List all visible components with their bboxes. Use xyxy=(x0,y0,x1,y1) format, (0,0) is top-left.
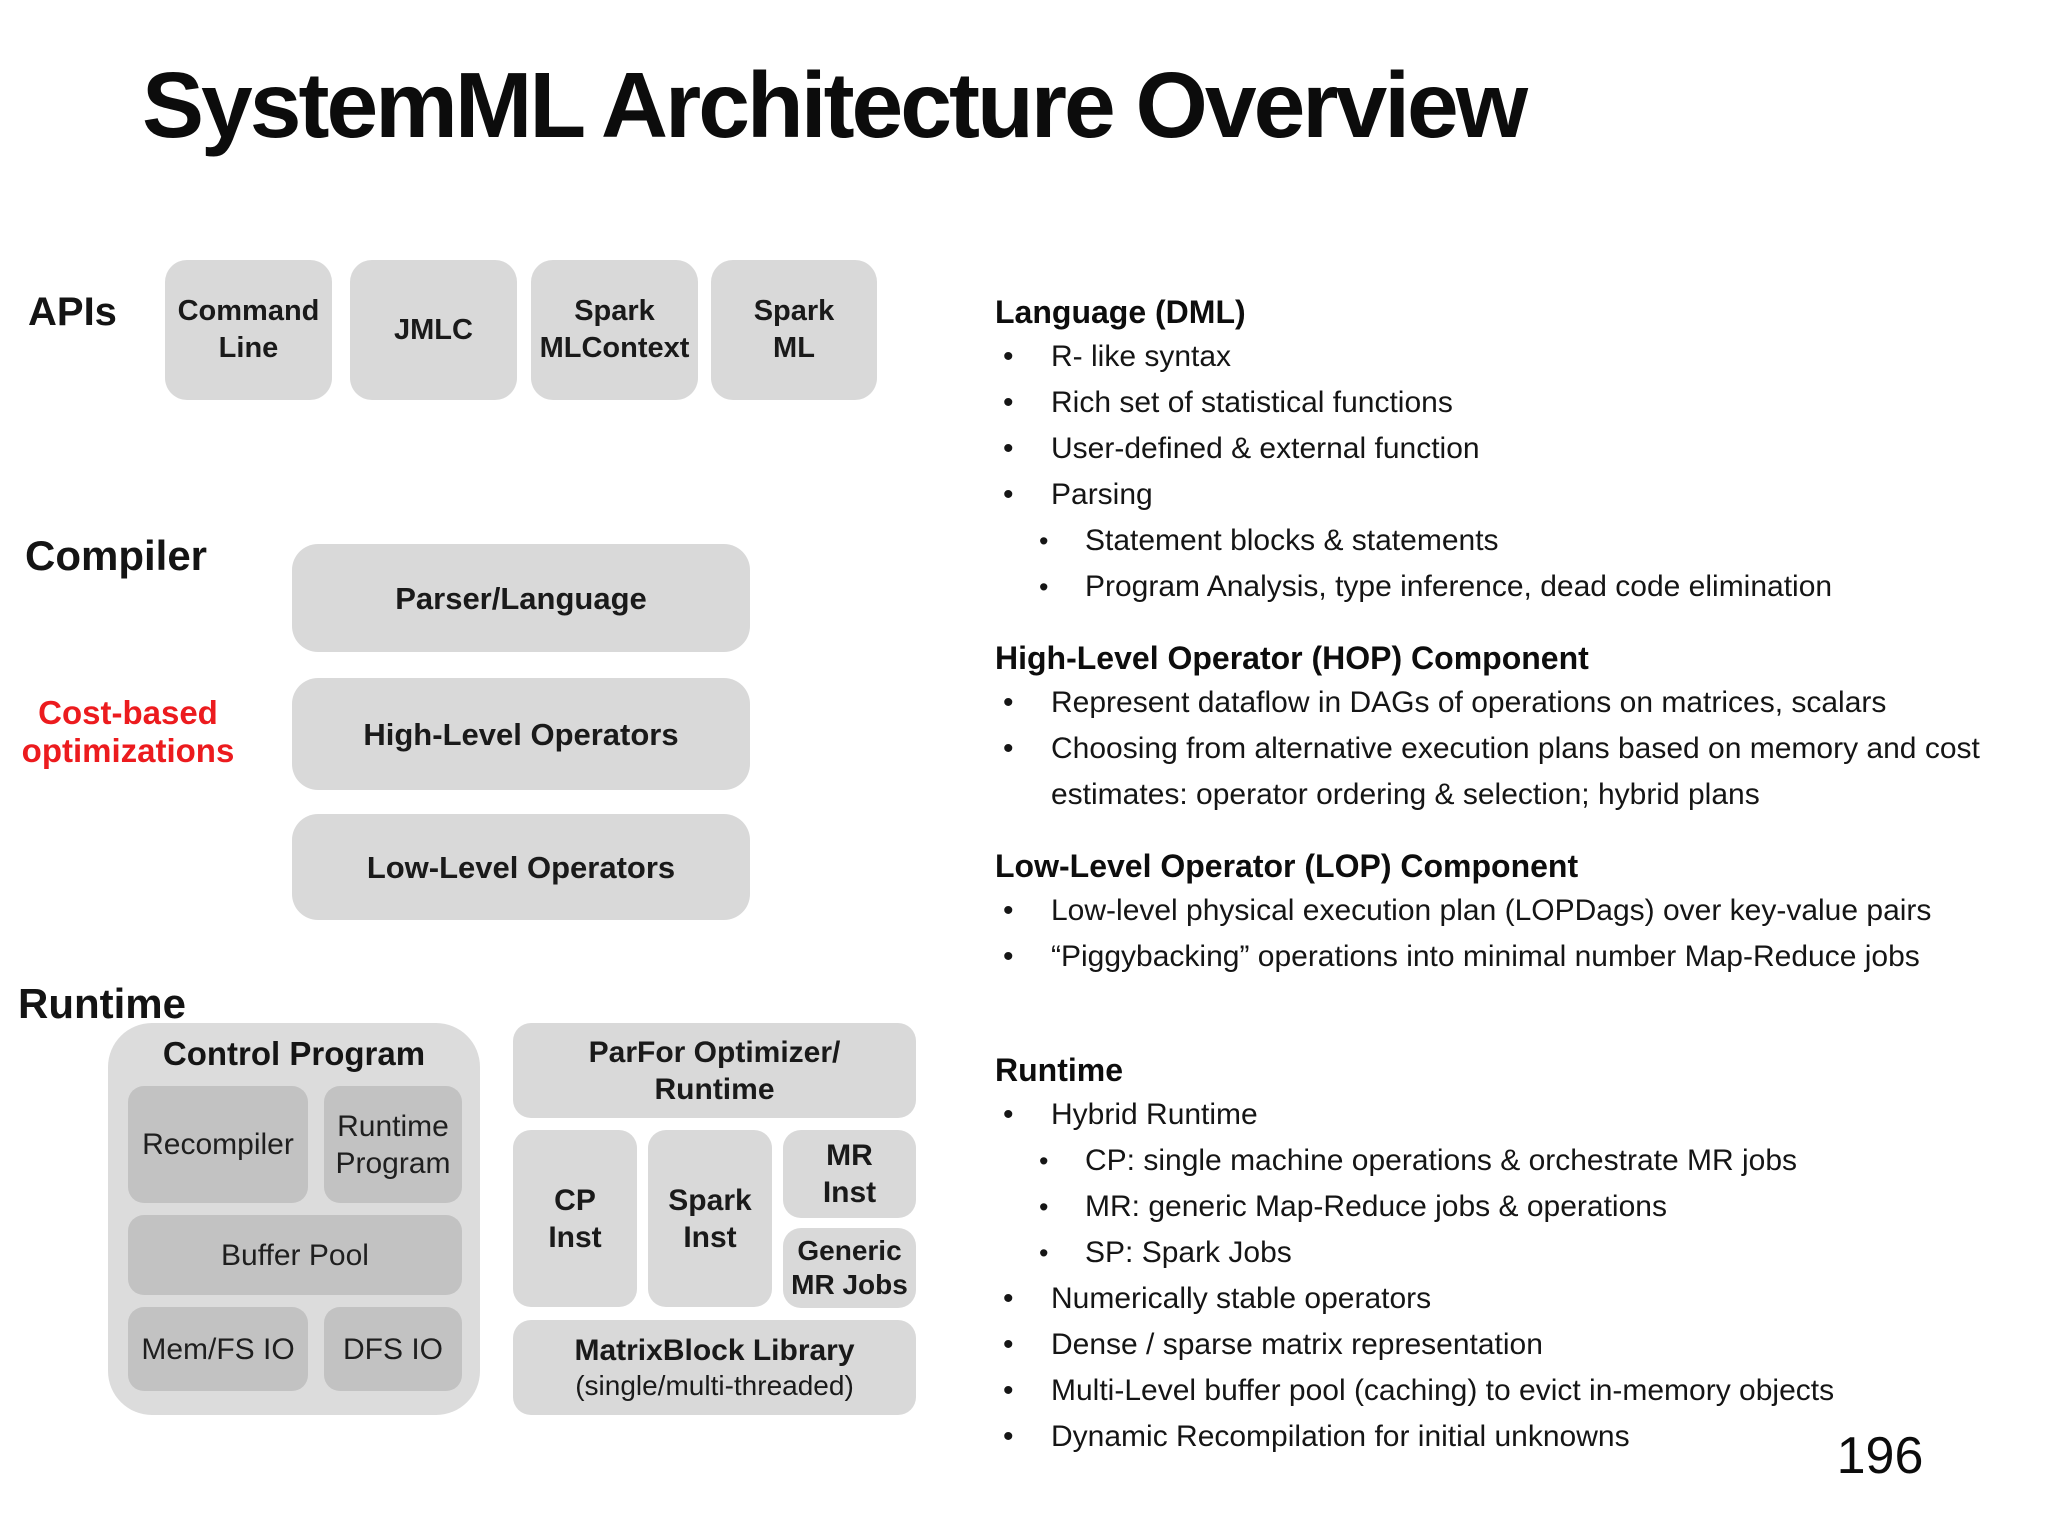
generic-mr-jobs-box: Generic MR Jobs xyxy=(783,1228,916,1308)
api-box-command-line: Command Line xyxy=(165,260,332,400)
recompiler-box: Recompiler xyxy=(128,1086,308,1203)
hop-heading: High-Level Operator (HOP) Component xyxy=(995,640,1589,676)
bullet-item: Low-level physical execution plan (LOPDa… xyxy=(995,888,2048,934)
lop-bullet-list: Low-level physical execution plan (LOPDa… xyxy=(995,888,2048,980)
page-number: 196 xyxy=(1836,1427,1924,1485)
language-bullet-list: R- like syntax Rich set of statistical f… xyxy=(995,334,2048,610)
api-box-spark-mlcontext: Spark MLContext xyxy=(531,260,698,400)
bullet-item: Hybrid Runtime xyxy=(995,1092,2048,1138)
lop-heading: Low-Level Operator (LOP) Component xyxy=(995,848,1579,884)
page-title: SystemML Architecture Overview xyxy=(142,53,1528,157)
bullet-item: Parsing xyxy=(995,472,2048,518)
bullet-item: “Piggybacking” operations into minimal n… xyxy=(995,934,2048,980)
section-runtime: Runtime Hybrid Runtime CP: single machin… xyxy=(995,1048,2048,1460)
bullet-item: SP: Spark Jobs xyxy=(995,1230,2048,1276)
bullet-item: CP: single machine operations & orchestr… xyxy=(995,1138,2048,1184)
section-lop-component: Low-Level Operator (LOP) Component Low-l… xyxy=(995,844,2048,980)
compiler-box-low-level-operators: Low-Level Operators xyxy=(292,814,750,920)
mr-inst-box: MR Inst xyxy=(783,1130,916,1218)
bullet-item: Dense / sparse matrix representation xyxy=(995,1322,2048,1368)
dfs-io-box: DFS IO xyxy=(324,1307,462,1391)
right-text-column: Language (DML) R- like syntax Rich set o… xyxy=(995,290,2048,1460)
language-heading: Language (DML) xyxy=(995,294,1246,330)
spark-inst-box: Spark Inst xyxy=(648,1130,772,1307)
runtime-heading: Runtime xyxy=(995,1052,1123,1088)
bullet-item: User-defined & external function xyxy=(995,426,2048,472)
matrixblock-library-subtitle: (single/multi-threaded) xyxy=(575,1369,854,1401)
cp-inst-box: CP Inst xyxy=(513,1130,637,1307)
runtime-section-label: Runtime xyxy=(18,980,186,1027)
hop-bullet-list: Represent dataflow in DAGs of operations… xyxy=(995,680,2048,818)
mem-fs-io-box: Mem/FS IO xyxy=(128,1307,308,1391)
control-program-title: Control Program xyxy=(162,1035,426,1072)
bullet-item: Numerically stable operators xyxy=(995,1276,2048,1322)
bullet-item: Program Analysis, type inference, dead c… xyxy=(995,564,2048,610)
section-language-dml: Language (DML) R- like syntax Rich set o… xyxy=(995,290,2048,610)
compiler-box-high-level-operators: High-Level Operators xyxy=(292,678,750,790)
bullet-item: Dynamic Recompilation for initial unknow… xyxy=(995,1414,2048,1460)
bullet-item: Choosing from alternative execution plan… xyxy=(995,726,2048,818)
matrixblock-library-box: MatrixBlock Library (single/multi-thread… xyxy=(513,1320,916,1415)
api-box-spark-ml: Spark ML xyxy=(711,260,877,400)
bullet-item: Rich set of statistical functions xyxy=(995,380,2048,426)
runtime-program-box: Runtime Program xyxy=(324,1086,462,1203)
runtime-bullet-list: Hybrid Runtime CP: single machine operat… xyxy=(995,1092,2048,1460)
bullet-item: MR: generic Map-Reduce jobs & operations xyxy=(995,1184,2048,1230)
bullet-item: Multi-Level buffer pool (caching) to evi… xyxy=(995,1368,2048,1414)
compiler-section-label: Compiler xyxy=(25,532,208,579)
control-program-box: Control Program Recompiler Runtime Progr… xyxy=(108,1023,480,1415)
bullet-item: Statement blocks & statements xyxy=(995,518,2048,564)
parfor-optimizer-runtime-box: ParFor Optimizer/ Runtime xyxy=(513,1023,916,1118)
cost-based-optimizations-note: Cost-based optimizations xyxy=(21,694,235,769)
buffer-pool-box: Buffer Pool xyxy=(128,1215,462,1295)
matrixblock-library-title: MatrixBlock Library xyxy=(574,1333,855,1367)
section-hop-component: High-Level Operator (HOP) Component Repr… xyxy=(995,636,2048,818)
api-box-jmlc: JMLC xyxy=(350,260,517,400)
apis-section-label: APIs xyxy=(28,290,117,334)
compiler-box-parser-language: Parser/Language xyxy=(292,544,750,652)
bullet-item: R- like syntax xyxy=(995,334,2048,380)
bullet-item: Represent dataflow in DAGs of operations… xyxy=(995,680,2048,726)
